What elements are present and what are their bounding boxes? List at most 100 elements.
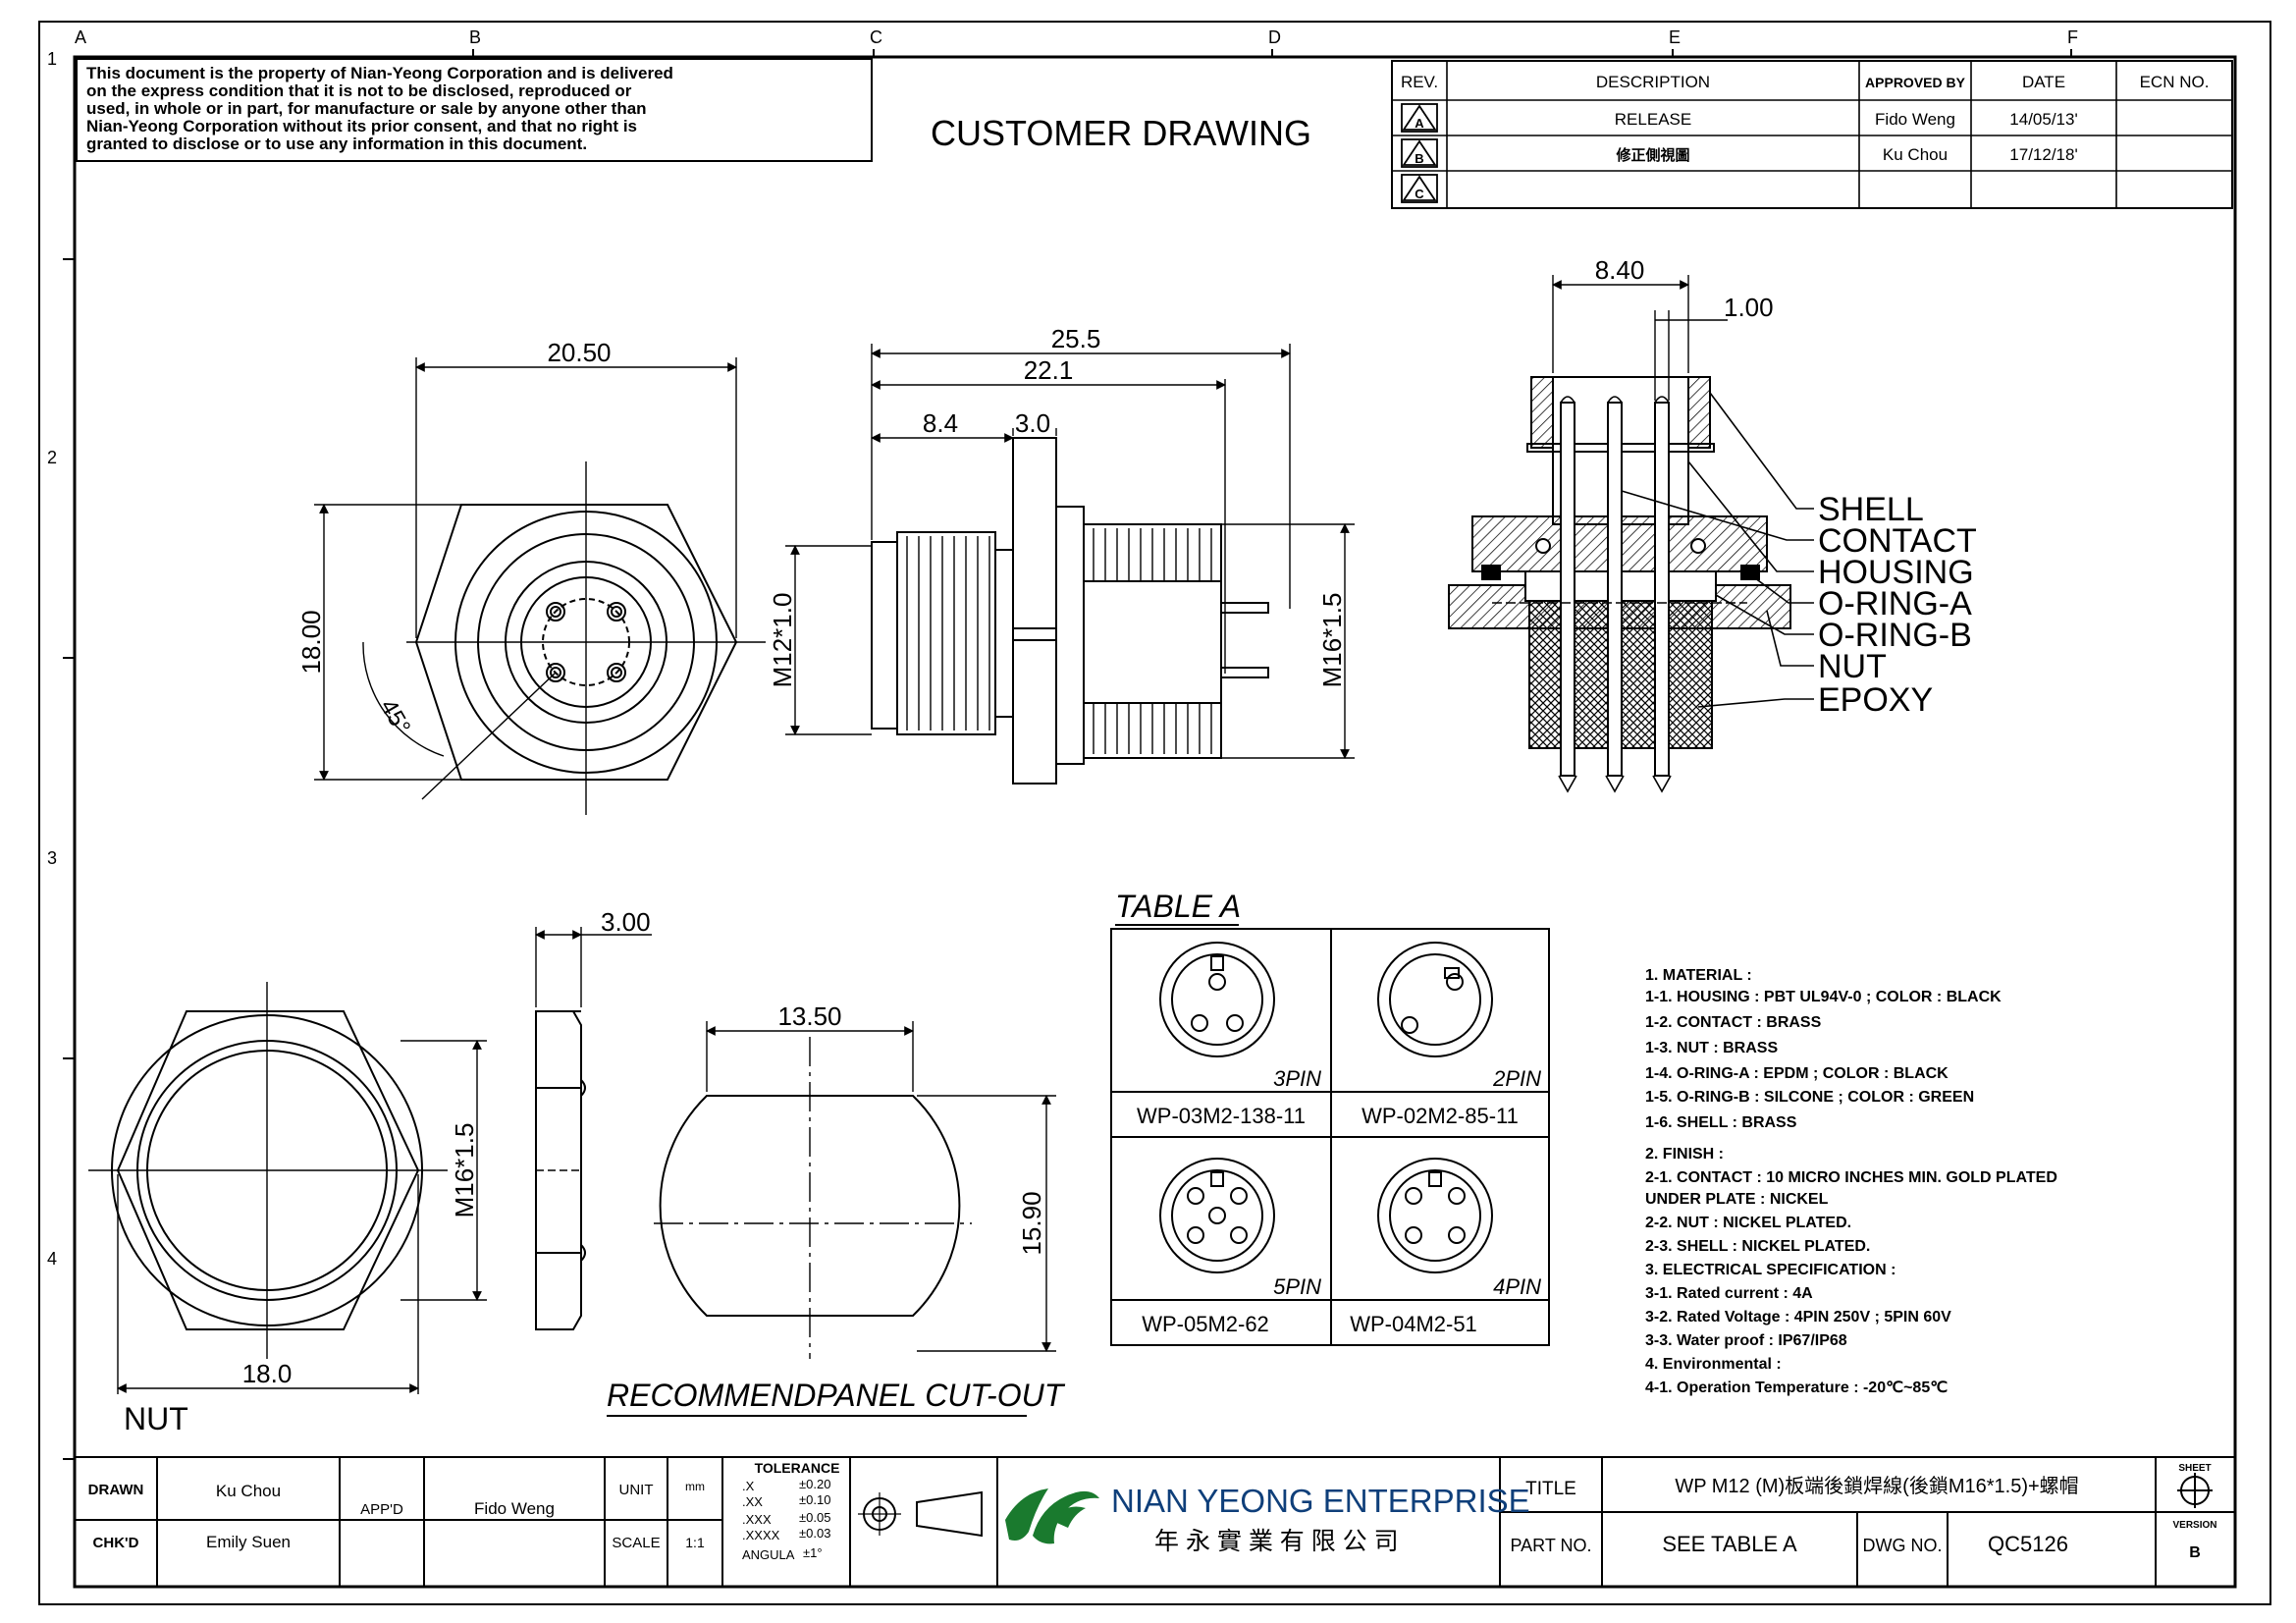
- svg-text:±0.10: ±0.10: [799, 1492, 830, 1507]
- svg-text:used, in whole or in part, for: used, in whole or in part, for manufactu…: [86, 99, 647, 118]
- table-a-labels: 3PIN 2PIN 5PIN 4PIN WP-03M2-138-11 WP-02…: [1137, 1066, 1541, 1336]
- dim-nut-thread: M16*1.5: [450, 1123, 479, 1218]
- rev-row-a-description: RELEASE: [1615, 110, 1691, 129]
- table-a-2pin: 2PIN: [1492, 1066, 1541, 1091]
- svg-text:This document is the property: This document is the property of Nian-Ye…: [86, 64, 673, 82]
- grid-column-labels: A B C D E F: [75, 27, 2078, 47]
- label-contact: CONTACT: [1818, 522, 1977, 560]
- nut-dims: [117, 1040, 487, 1394]
- drawing-title: WP M12 (M)板端後鎖焊線(後鎖M16*1.5)+螺帽: [1675, 1475, 2078, 1497]
- dim-side-flange: 3.0: [1015, 408, 1050, 438]
- sheet-label: SHEET: [2178, 1463, 2211, 1474]
- dim-front-height: 18.00: [296, 610, 326, 674]
- nut-view: [88, 982, 448, 1359]
- svg-text:4. Environmental :: 4. Environmental :: [1645, 1356, 1782, 1373]
- svg-text:4-1. Operation Temperature : -: 4-1. Operation Temperature : -20℃~85℃: [1645, 1380, 1948, 1396]
- cutout-dims: [706, 1021, 1056, 1352]
- table-a-part-4pin: WP-04M2-51: [1350, 1312, 1477, 1336]
- svg-text:1-4. O-RING-A : EPDM ; COLOR :: 1-4. O-RING-A : EPDM ; COLOR : BLACK: [1645, 1065, 1949, 1082]
- svg-text:.XX: .XX: [742, 1494, 763, 1509]
- rev-header-approved: APPROVED BY: [1865, 75, 1966, 90]
- svg-text:2-2. NUT : NICKEL PLATED.: 2-2. NUT : NICKEL PLATED.: [1645, 1215, 1851, 1231]
- dwg-label: DWG NO.: [1863, 1536, 1943, 1555]
- version-label: VERSION: [2172, 1520, 2216, 1531]
- section-view-dims: [1552, 275, 1728, 401]
- projection-symbol: [858, 1490, 983, 1538]
- svg-text:±0.05: ±0.05: [799, 1510, 830, 1525]
- label-epoxy: EPOXY: [1818, 681, 1933, 719]
- grid-col-a: A: [75, 27, 86, 47]
- grid-row-3: 3: [47, 848, 57, 868]
- dim-side-body: 22.1: [1024, 355, 1074, 385]
- dim-cutout-width: 13.50: [777, 1001, 841, 1031]
- table-a-3pin: 3PIN: [1273, 1066, 1321, 1091]
- label-o-ring-b: O-RING-B: [1818, 617, 1972, 654]
- part-number: SEE TABLE A: [1662, 1532, 1797, 1556]
- grid-col-e: E: [1669, 27, 1681, 47]
- grid-col-b: B: [469, 27, 481, 47]
- dim-side-overall: 25.5: [1051, 324, 1101, 353]
- chkd-label: CHK'D: [93, 1535, 139, 1551]
- nut-label: NUT: [124, 1401, 188, 1436]
- svg-text:2-3. SHELL : NICKEL PLATED.: 2-3. SHELL : NICKEL PLATED.: [1645, 1238, 1870, 1255]
- svg-text:1-2. CONTACT : BRASS: 1-2. CONTACT : BRASS: [1645, 1014, 1822, 1031]
- title-label: TITLE: [1525, 1479, 1576, 1499]
- approved-by: Fido Weng: [474, 1499, 555, 1518]
- dim-nut-width: 18.0: [242, 1359, 293, 1388]
- sheet-symbol: [2177, 1473, 2213, 1508]
- table-a-part-5pin: WP-05M2-62: [1142, 1312, 1269, 1336]
- svg-text:1-1. HOUSING : PBT UL94V-0 ; C: 1-1. HOUSING : PBT UL94V-0 ; COLOR : BLA…: [1645, 989, 2002, 1005]
- nut-side-view: [535, 1010, 586, 1330]
- table-a-part-3pin: WP-03M2-138-11: [1137, 1104, 1306, 1128]
- appd-label: APP'D: [360, 1501, 403, 1518]
- rev-row-b-date: 17/12/18': [2009, 145, 2077, 164]
- svg-text:2. FINISH :: 2. FINISH :: [1645, 1146, 1724, 1163]
- tolerance-values: .X ±0.20 .XX ±0.10 .XXX ±0.05 .XXXX ±0.0…: [742, 1477, 830, 1562]
- dim-front-width: 20.50: [547, 338, 611, 367]
- table-a-part-2pin: WP-02M2-85-11: [1362, 1104, 1519, 1128]
- grid-row-1: 1: [47, 49, 57, 69]
- svg-text:±0.20: ±0.20: [799, 1477, 830, 1491]
- rev-header-date: DATE: [2022, 73, 2065, 91]
- checked-by: Emily Suen: [206, 1533, 291, 1551]
- svg-text:.XXXX: .XXXX: [742, 1528, 780, 1542]
- svg-text:ANGULA: ANGULA: [742, 1547, 795, 1562]
- rev-header-description: DESCRIPTION: [1596, 73, 1710, 91]
- scale-label: SCALE: [612, 1535, 660, 1551]
- dim-side-thread-front: M12*1.0: [768, 593, 797, 688]
- grid-col-d: D: [1268, 27, 1281, 47]
- rev-row-b-rev: B: [1415, 151, 1423, 166]
- panel-cutout: [654, 1037, 972, 1359]
- svg-text:on the express condition tha: on the express condition that it is not …: [86, 81, 632, 100]
- company-name-en: NIAN YEONG ENTERPRISE: [1111, 1483, 1530, 1519]
- label-shell: SHELL: [1818, 491, 1924, 528]
- svg-text:3-2. Rated Voltage : 4PIN 250V: 3-2. Rated Voltage : 4PIN 250V ; 5PIN 60…: [1645, 1309, 1951, 1325]
- rev-row-a-date: 14/05/13': [2009, 110, 2077, 129]
- side-view: [871, 437, 1269, 784]
- nut-side-dims: [535, 927, 652, 1007]
- svg-text:±1°: ±1°: [803, 1545, 823, 1560]
- company-name-zh: 年 永 實 業 有 限 公 司: [1154, 1528, 1399, 1555]
- cutout-label: RECOMMENDPANEL CUT-OUT: [607, 1378, 1066, 1413]
- table-a-5pin: 5PIN: [1273, 1274, 1321, 1299]
- drawn-label: DRAWN: [88, 1482, 144, 1498]
- rev-row-c-rev: C: [1415, 187, 1424, 201]
- rev-header-rev: REV.: [1401, 73, 1438, 91]
- front-view-dims: [314, 357, 737, 781]
- svg-text:Nian-Yeong Corporation without: Nian-Yeong Corporation without its prior…: [86, 117, 637, 135]
- section-labels: SHELL CONTACT HOUSING O-RING-A O-RING-B …: [1818, 491, 1977, 719]
- rev-symbols: [1401, 103, 1438, 203]
- grid-col-c: C: [870, 27, 882, 47]
- svg-text:1. MATERIAL :: 1. MATERIAL :: [1645, 967, 1752, 984]
- rev-row-b-approved: Ku Chou: [1883, 145, 1948, 164]
- svg-text:2-1. CONTACT : 10 MICRO INCHES: 2-1. CONTACT : 10 MICRO INCHES MIN. GOLD…: [1645, 1169, 2057, 1186]
- dim-side-thread-rear: M16*1.5: [1317, 593, 1347, 688]
- grid-row-2: 2: [47, 448, 57, 467]
- table-a-4pin: 4PIN: [1493, 1274, 1541, 1299]
- svg-text:1-6. SHELL : BRASS: 1-6. SHELL : BRASS: [1645, 1114, 1797, 1131]
- version-value: B: [2189, 1544, 2201, 1561]
- drawn-by: Ku Chou: [216, 1482, 281, 1500]
- label-housing: HOUSING: [1818, 554, 1974, 591]
- section-view: [1448, 376, 1791, 793]
- part-label: PART NO.: [1510, 1536, 1591, 1555]
